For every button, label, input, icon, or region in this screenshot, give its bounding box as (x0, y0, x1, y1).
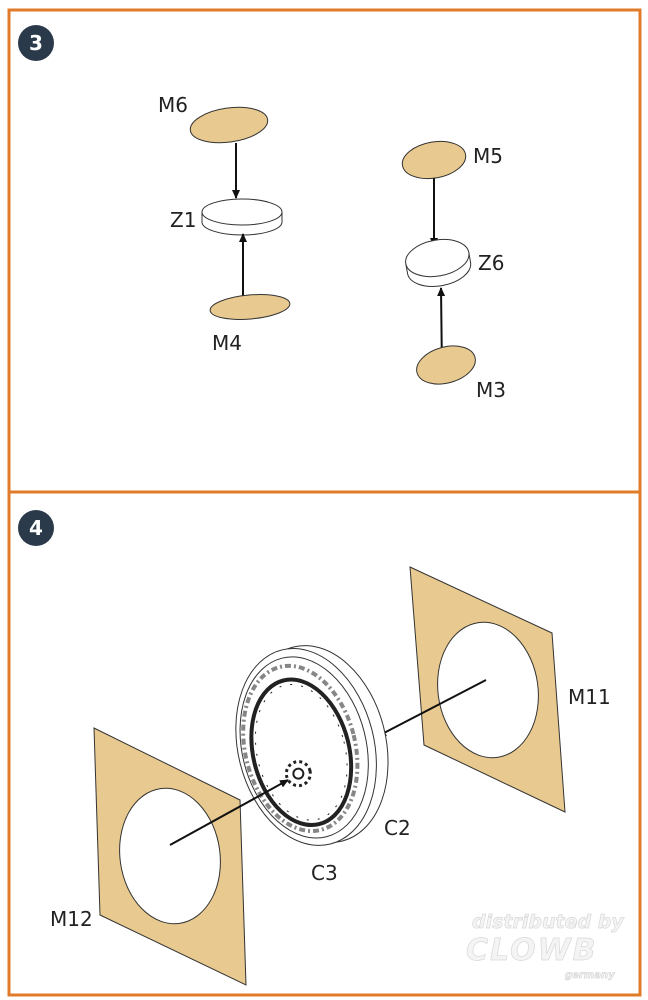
distributor-watermark-logo: distributed by CLOWB germany (466, 911, 626, 982)
label-m4: M4 (212, 331, 242, 355)
label-c2: C2 (384, 816, 411, 840)
step-4-panel (7, 490, 642, 997)
step-3-panel (7, 8, 642, 494)
label-m3: M3 (476, 378, 506, 402)
part-m5 (401, 140, 467, 180)
part-m12 (93, 727, 247, 986)
label-m12: M12 (50, 907, 93, 931)
arrow (377, 679, 487, 737)
arrow (169, 779, 289, 846)
part-z6 (405, 238, 472, 287)
step-number: 4 (29, 516, 43, 540)
label-m6: M6 (158, 93, 188, 117)
step-number: 3 (29, 31, 43, 55)
part-m3 (416, 345, 476, 385)
label-m11: M11 (568, 685, 611, 709)
part-m4 (209, 294, 291, 320)
label-z6: Z6 (478, 251, 504, 275)
watermark-brand: CLOWB (466, 933, 598, 968)
watermark-country: germany (565, 970, 615, 981)
label-m5: M5 (473, 144, 503, 168)
part-z1 (201, 198, 283, 236)
step-4-badge: 4 (18, 510, 54, 546)
part-m11 (409, 566, 566, 813)
label-c3: C3 (311, 861, 338, 885)
part-m6 (189, 106, 269, 144)
step-3-badge: 3 (18, 25, 54, 61)
part-c2-c3-wheel (235, 645, 389, 846)
watermark-text: distributed by (472, 911, 625, 933)
label-z1: Z1 (170, 208, 196, 232)
